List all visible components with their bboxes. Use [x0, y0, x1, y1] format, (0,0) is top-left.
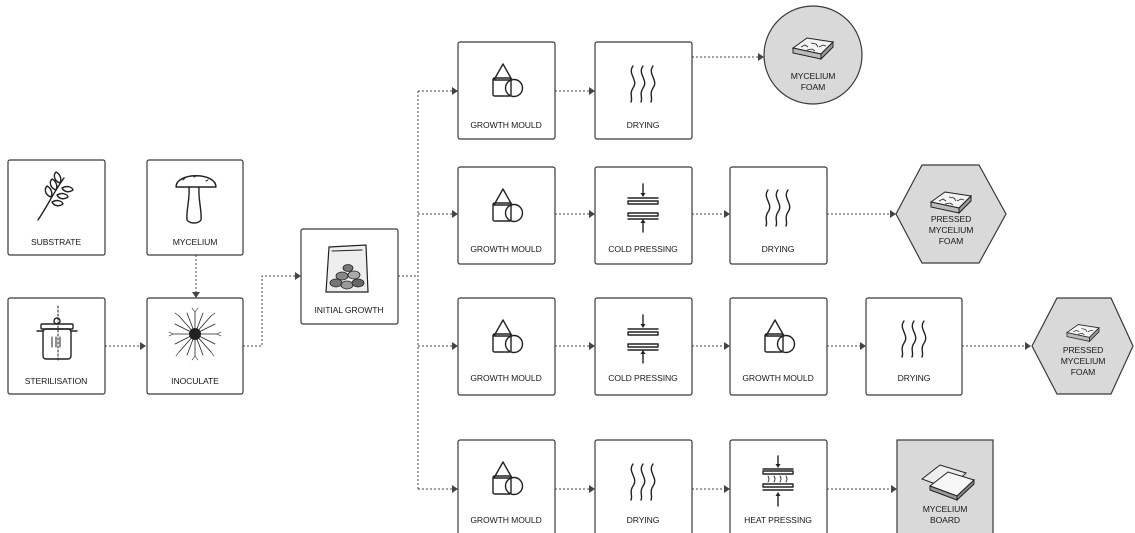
step-label: HEAT PRESSING [744, 515, 812, 525]
step-cold-pressing: COLD PRESSING [594, 297, 693, 396]
arrowhead [724, 485, 730, 493]
route-4: GROWTH MOULD DRYING HEAT PRESSING MYCELI… [457, 439, 994, 533]
wheat-icon [37, 171, 74, 221]
node-label: INOCULATE [171, 376, 219, 386]
node-label: SUBSTRATE [31, 237, 81, 247]
step-growth-mould: GROWTH MOULD [457, 41, 556, 140]
route-3: GROWTH MOULD COLD PRESSING GROWTH MOULD … [457, 297, 1134, 396]
node-mycelium: MYCELIUM [146, 159, 244, 256]
arrowhead [758, 53, 764, 61]
arrowhead [452, 485, 458, 493]
product-label: PRESSED [931, 214, 971, 224]
step-label: GROWTH MOULD [470, 373, 541, 383]
step-cold-pressing: COLD PRESSING [594, 166, 693, 265]
arrowhead [589, 87, 595, 95]
step-drying: DRYING [729, 166, 828, 265]
step-drying: DRYING [865, 297, 963, 396]
node-label: INITIAL GROWTH [315, 305, 384, 315]
arrowhead [890, 210, 896, 218]
product-label: MYCELIUM [923, 504, 968, 514]
node-substrate: SUBSTRATE [7, 159, 106, 256]
product-label: BOARD [930, 515, 960, 525]
arrowhead [452, 87, 458, 95]
board-icon [920, 464, 975, 502]
product-pressed-mycelium-foam: PRESSED MYCELIUM FOAM [1031, 297, 1134, 395]
arrowhead [589, 210, 595, 218]
node-initial-growth: INITIAL GROWTH [300, 228, 399, 325]
step-label: GROWTH MOULD [470, 515, 541, 525]
step-label: DRYING [627, 120, 660, 130]
arrowhead [589, 342, 595, 350]
product-mycelium-board: MYCELIUM BOARD [896, 439, 994, 533]
step-drying: DRYING [594, 41, 693, 140]
step-growth-mould-2: GROWTH MOULD [729, 297, 828, 396]
product-label: MYCELIUM [1061, 356, 1106, 366]
mycelium-network-icon [168, 307, 222, 361]
arrowhead [1025, 342, 1031, 350]
connectors [105, 53, 1031, 493]
route-1: GROWTH MOULD DRYING MYCELIUM FOAM [457, 5, 863, 140]
step-heat-pressing: HEAT PRESSING [729, 439, 828, 533]
arrowhead [452, 210, 458, 218]
route-2: GROWTH MOULD COLD PRESSING DRYING PRESSE… [457, 164, 1007, 265]
product-label: FOAM [939, 236, 963, 246]
step-growth-mould: GROWTH MOULD [457, 166, 556, 265]
step-label: COLD PRESSING [608, 244, 678, 254]
arrowhead [860, 342, 866, 350]
autoclave-icon [36, 305, 78, 361]
product-label: FOAM [1071, 367, 1095, 377]
arrowhead [192, 292, 200, 298]
step-label: DRYING [627, 515, 660, 525]
arrowhead [452, 342, 458, 350]
step-label: COLD PRESSING [608, 373, 678, 383]
step-label: GROWTH MOULD [470, 244, 541, 254]
node-label: MYCELIUM [173, 237, 218, 247]
step-label: DRYING [898, 373, 931, 383]
product-label: MYCELIUM [791, 71, 836, 81]
arrowhead [724, 210, 730, 218]
step-growth-mould: GROWTH MOULD [457, 439, 556, 533]
node-sterilisation: STERILISATION [7, 297, 106, 395]
step-growth-mould: GROWTH MOULD [457, 297, 556, 396]
node-label: STERILISATION [25, 376, 88, 386]
product-label: PRESSED [1063, 345, 1103, 355]
arrowhead [724, 342, 730, 350]
step-label: GROWTH MOULD [742, 373, 813, 383]
arrowhead [891, 485, 897, 493]
grow-bag-icon [325, 244, 369, 293]
arrowhead [295, 272, 301, 280]
step-drying: DRYING [594, 439, 693, 533]
product-pressed-mycelium-foam: PRESSED MYCELIUM FOAM [895, 164, 1007, 264]
product-mycelium-foam: MYCELIUM FOAM [763, 5, 863, 105]
step-label: GROWTH MOULD [470, 120, 541, 130]
node-inoculate: INOCULATE [146, 297, 244, 395]
mushroom-icon [175, 175, 217, 224]
arrowhead [589, 485, 595, 493]
arrowhead [140, 342, 146, 350]
step-label: DRYING [762, 244, 795, 254]
product-label: FOAM [801, 82, 825, 92]
product-label: MYCELIUM [929, 225, 974, 235]
connector-inoculate-initial-growth [243, 275, 295, 347]
